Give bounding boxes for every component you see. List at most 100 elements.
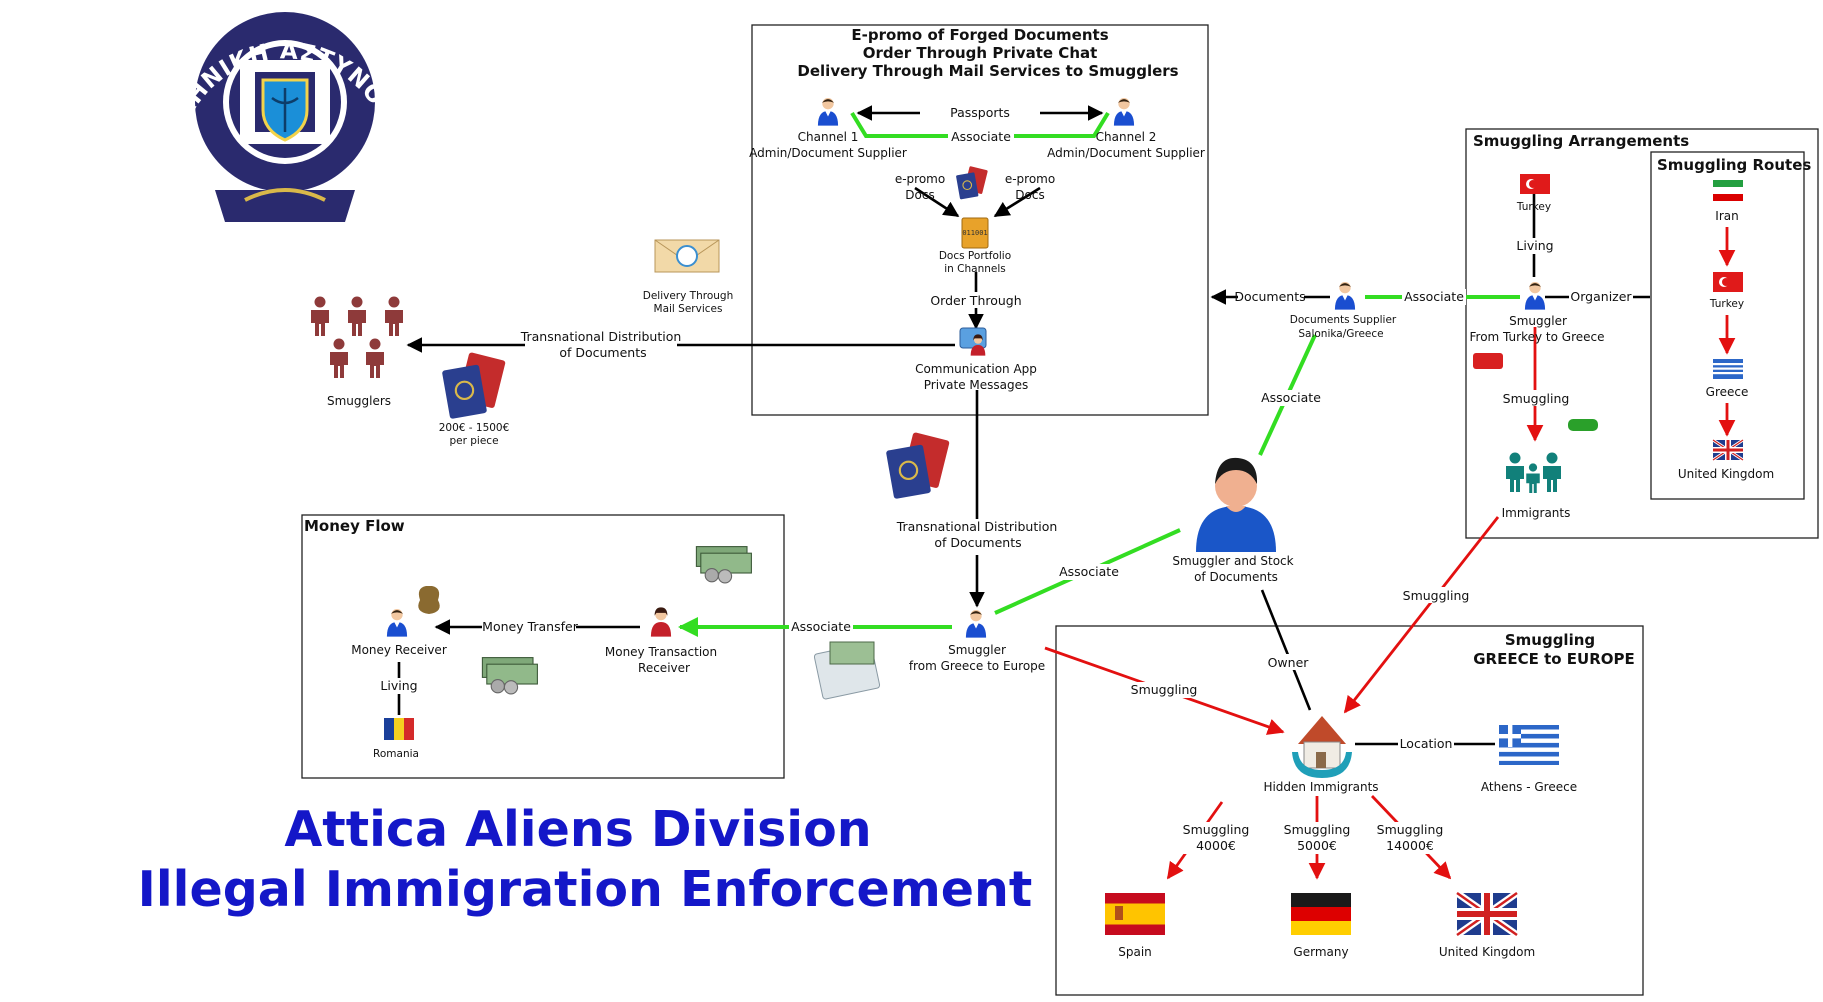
greece-europe-title-2: GREECE to EUROPE [1473, 650, 1635, 668]
athens-greece-label: Athens - Greece [1481, 780, 1577, 794]
headline-line-1: Attica Aliens Division [284, 801, 871, 858]
order-through-label-bg [928, 292, 1024, 308]
route-germany-label-bg [1282, 822, 1352, 854]
green-car-icon [1568, 419, 1598, 431]
uk-flag-icon [1454, 890, 1520, 938]
link-immigrants-smuggling [1343, 516, 1500, 714]
documents-label-bg [1238, 289, 1304, 305]
epromo-title-3: Delivery Through Mail Services to Smuggl… [797, 62, 1178, 80]
smuggling-right-label: Smuggling [1403, 588, 1470, 603]
route-spain-label-bg [1182, 822, 1252, 854]
documents-label: Documents [1234, 289, 1305, 304]
channel-2-label: Channel 2 [1096, 130, 1157, 144]
smuggler-turkey-label-2: From Turkey to Greece [1470, 330, 1605, 344]
spain-flag-icon [1105, 893, 1165, 935]
location-label-bg [1398, 736, 1454, 752]
link-epromo-right [993, 186, 1041, 218]
documents-supplier-label-2: Salonika/Greece [1298, 328, 1383, 340]
germany-flag-icon [1291, 893, 1351, 935]
route-spain-label-2: 4000€ [1196, 838, 1236, 853]
channel-1-label: Channel 1 [798, 130, 859, 144]
route-greece-label: Greece [1706, 385, 1749, 399]
epromo-right-label: e-promo [1005, 172, 1055, 186]
arr-turkey-label: Turkey [1516, 201, 1551, 213]
docs-portfolio-label-2: in Channels [944, 263, 1006, 275]
route-germany-label-1: Smuggling [1284, 822, 1351, 837]
epromo-right-docs: Docs [1015, 188, 1044, 202]
money-transaction-label-1: Money Transaction [605, 645, 717, 659]
smugglers-passports-icon [440, 350, 507, 421]
owner-label: Owner [1268, 655, 1310, 670]
route-germany-label-2: 5000€ [1297, 838, 1337, 853]
smuggler-turkey-label-1: Smuggler [1509, 314, 1567, 328]
money-flow-box [301, 514, 785, 779]
romania-flag-icon [384, 718, 414, 740]
owner-label-bg [1264, 654, 1310, 670]
turkey-flag-icon [1520, 174, 1550, 194]
channels-associate-label: Associate [951, 129, 1011, 144]
logo-ribbon [215, 190, 355, 222]
headline-line-2: Illegal Immigration Enforcement [138, 861, 1033, 918]
route-turkey-label: Turkey [1709, 298, 1744, 310]
money-living-label-bg [377, 678, 421, 694]
immigrants-group-icon [1506, 452, 1561, 493]
immigrants-label: Immigrants [1502, 506, 1571, 520]
transnational-left-label-1: Transnational Distribution [520, 329, 682, 344]
route-uk-label-bg [1374, 822, 1444, 854]
at-sign-icon [676, 245, 698, 267]
cash-stack-icon-1 [695, 546, 752, 584]
arr-smuggling-label-bg [1502, 390, 1572, 406]
delivery-label-2: Mail Services [654, 303, 723, 315]
smuggler-europe-icon [965, 609, 987, 638]
smuggler-stock-label-1: Smuggler and Stock [1172, 554, 1293, 568]
supplier-stock-associate-label: Associate [1261, 390, 1321, 405]
routes-title: Smuggling Routes [1657, 156, 1811, 174]
greece-europe-box [1055, 625, 1644, 996]
organizer-label-bg [1569, 289, 1633, 305]
route-uk-label: United Kingdom [1678, 467, 1774, 481]
smuggling-right-label-bg [1400, 587, 1470, 603]
transnational-left-label-2: of Documents [559, 345, 646, 360]
money-transaction-receiver-icon [650, 607, 672, 637]
smugglers-group-icon [311, 296, 403, 378]
transnational-center-label-bg [900, 519, 1054, 555]
order-through-label: Order Through [930, 293, 1021, 308]
money-flow-title: Money Flow [304, 517, 405, 535]
supplier-associate-label-bg [1402, 289, 1466, 305]
delivery-label-1: Delivery Through [643, 290, 733, 302]
money-transaction-label-2: Receiver [638, 661, 690, 675]
hidden-immigrants-house-icon [1292, 716, 1352, 778]
stock-associate-label-bg [1056, 564, 1122, 580]
police-logo: ΕΛΛΗΝΙΚΗ ΑΣΤΥΝΟΜΙΑ [160, 12, 409, 222]
route-turkey-flag-icon [1713, 272, 1743, 292]
iran-flag-icon [1713, 180, 1743, 201]
location-label: Location [1400, 736, 1453, 751]
epromo-passports-icon [955, 165, 989, 201]
route-uk-label-2: 14000€ [1386, 838, 1434, 853]
money-receiver-label: Money Receiver [351, 643, 447, 657]
arr-smuggling-label: Smuggling [1503, 391, 1570, 406]
money-living-label: Living [380, 678, 417, 693]
docs-portfolio-icon-text: 011001 [962, 229, 987, 237]
channel-1-role: Admin/Document Supplier [749, 146, 907, 160]
supplier-stock-associate-label-bg [1261, 390, 1323, 406]
transnational-left-label-bg [525, 329, 677, 363]
money-bag-icon [418, 586, 440, 614]
route-uk-flag-icon [1712, 438, 1744, 462]
hand-cash-icon [813, 641, 881, 700]
epromo-title-2: Order Through Private Chat [863, 44, 1098, 62]
logo-wreath-icon [244, 188, 326, 202]
arr-living-label: Living [1516, 238, 1553, 253]
channel-2-icon [1113, 97, 1135, 126]
athens-greece-flag-icon [1499, 725, 1559, 765]
money-transfer-label: Money Transfer [482, 619, 579, 634]
channel-2-role: Admin/Document Supplier [1047, 146, 1205, 160]
money-associate-label: Associate [791, 619, 851, 634]
money-associate-label-bg [789, 619, 853, 635]
transnational-center-label-1: Transnational Distribution [896, 519, 1058, 534]
channel-1-icon [817, 97, 839, 126]
uk-label: United Kingdom [1439, 945, 1535, 959]
red-car-icon [1473, 353, 1503, 369]
documents-supplier-icon [1334, 281, 1356, 310]
stock-associate-label: Associate [1059, 564, 1119, 579]
